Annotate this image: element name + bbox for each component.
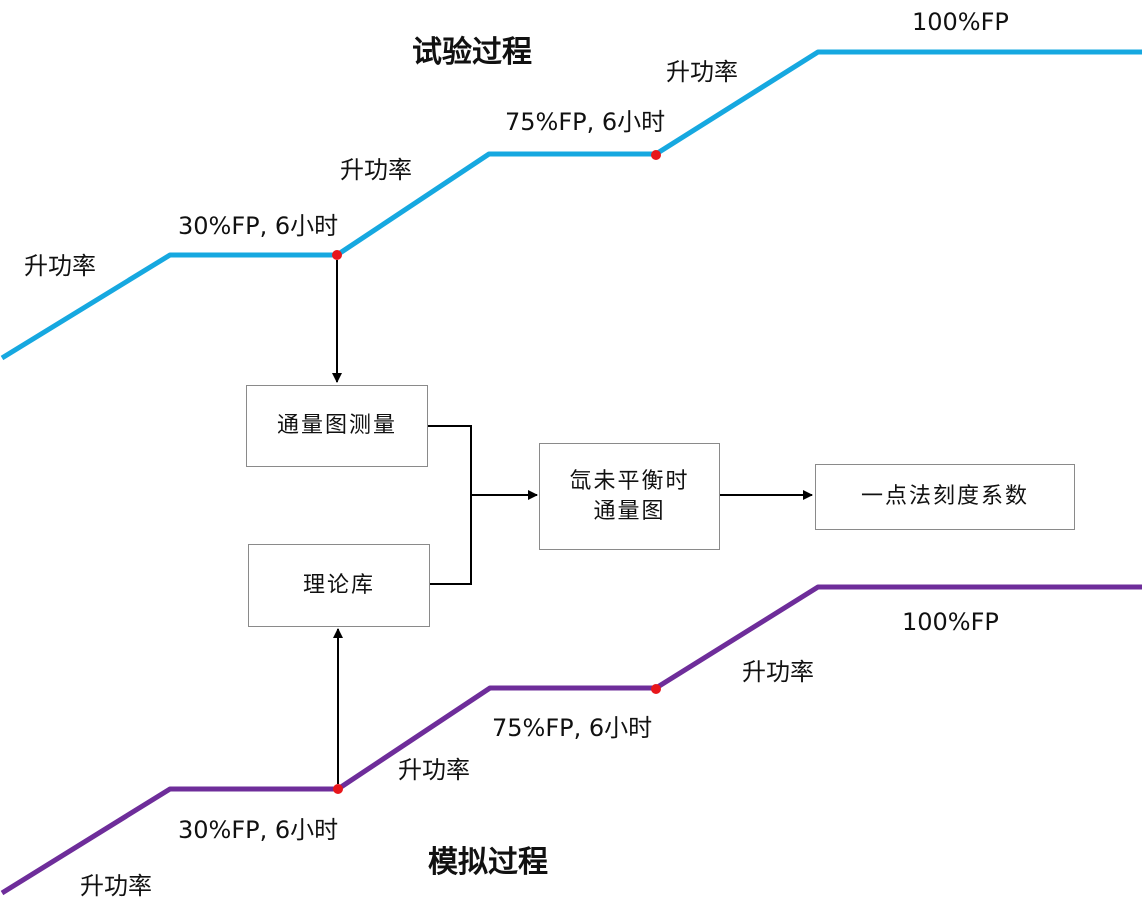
test-full-label: 100%FP [912,8,1009,36]
sim-hold2-label: 75%FP, 6小时 [492,714,653,742]
test-power-curve [0,49,1142,361]
sim-point-30 [333,784,343,794]
sim-ramp1-label: 升功率 [80,872,152,900]
test-ramp2-label: 升功率 [340,156,412,184]
xenon-flux-text-line2: 通量图 [593,498,666,524]
flux-measure-box: 通量图测量 [246,385,428,467]
test-hold1-label: 30%FP, 6小时 [178,212,339,240]
sim-hold1-label: 30%FP, 6小时 [178,816,339,844]
sim-power-curve [0,584,1142,896]
sim-ramp2-label: 升功率 [398,756,470,784]
sim-point-75 [651,684,661,694]
theory-lib-text: 理论库 [302,572,375,598]
test-ramp3-label: 升功率 [666,58,738,86]
flux-measure-text: 通量图测量 [276,413,397,439]
theory-lib-box: 理论库 [248,544,430,627]
xenon-flux-box: 氙未平衡时 通量图 [539,443,720,550]
test-process-title: 试验过程 [412,35,532,70]
test-ramp1-label: 升功率 [24,252,96,280]
sim-full-label: 100%FP [902,608,999,636]
test-point-30 [332,250,342,260]
sim-ramp3-label: 升功率 [742,658,814,686]
xenon-flux-text-line1: 氙未平衡时 [569,468,690,494]
test-hold2-label: 75%FP, 6小时 [505,108,666,136]
one-point-text: 一点法刻度系数 [860,484,1029,510]
connector-merge [428,425,472,585]
sim-process-title: 模拟过程 [428,845,548,880]
test-point-75 [651,150,661,160]
one-point-box: 一点法刻度系数 [815,464,1075,530]
